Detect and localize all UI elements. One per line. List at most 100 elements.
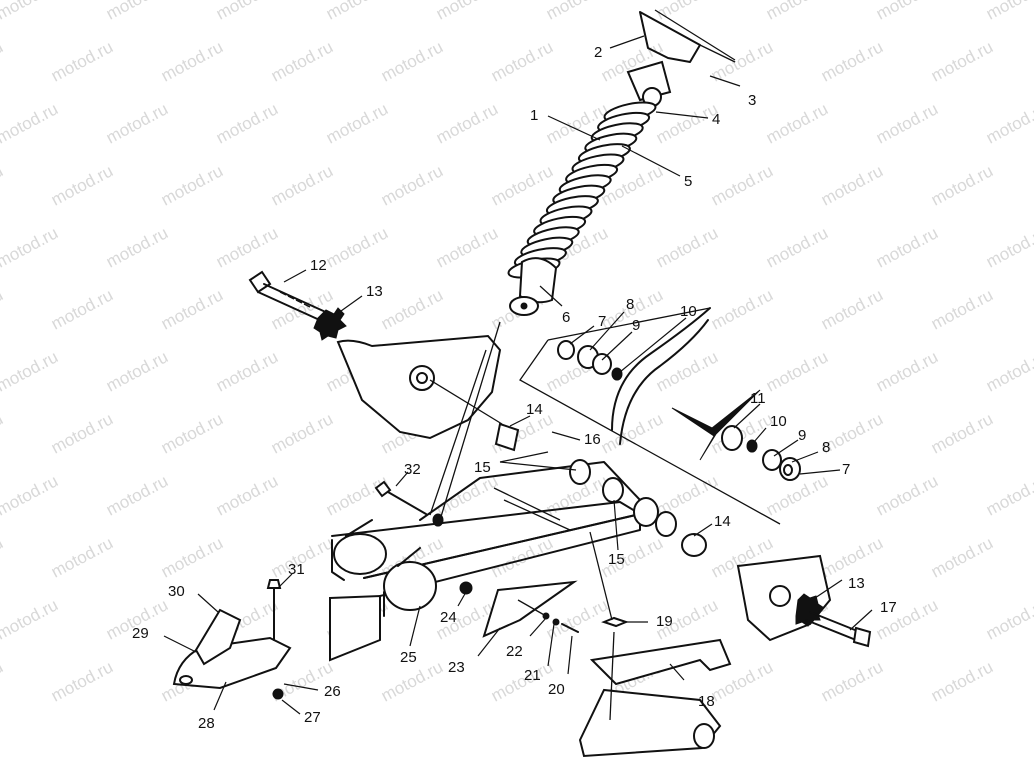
watermark-text: motod.ru	[488, 161, 556, 209]
callout-17: 17	[880, 599, 897, 616]
callout-29: 29	[132, 625, 149, 642]
watermark-text: motod.ru	[818, 657, 886, 705]
watermark-text: motod.ru	[378, 285, 446, 333]
callout-25: 25	[400, 649, 417, 666]
watermark-text: motod.ru	[0, 533, 6, 581]
watermark-text: motod.ru	[928, 533, 996, 581]
watermark-text: motod.ru	[323, 223, 391, 271]
callout-18: 18	[698, 693, 715, 710]
watermark-text: motod.ru	[103, 471, 171, 519]
watermark-text: motod.ru	[763, 99, 831, 147]
callout-15: 15	[474, 459, 491, 476]
watermark-text: motod.ru	[0, 347, 61, 395]
watermark-text: motod.ru	[158, 285, 226, 333]
callout-30: 30	[168, 583, 185, 600]
callout-32: 32	[404, 461, 421, 478]
watermark-text: motod.ru	[48, 161, 116, 209]
watermark-text: motod.ru	[0, 161, 6, 209]
watermark-text: motod.ru	[708, 161, 776, 209]
watermark-text: motod.ru	[928, 37, 996, 85]
watermark-text: motod.ru	[873, 471, 941, 519]
callout-8: 8	[626, 296, 634, 313]
watermark-text: motod.ru	[433, 223, 501, 271]
watermark-text: motod.ru	[708, 285, 776, 333]
watermark-text: motod.ru	[488, 37, 556, 85]
front-bracket	[172, 579, 381, 700]
watermark-text: motod.ru	[0, 471, 61, 519]
watermark-text: motod.ru	[268, 409, 336, 457]
watermark-text: motod.ru	[983, 595, 1034, 643]
watermark-text: motod.ru	[433, 99, 501, 147]
callout-27: 27	[304, 709, 321, 726]
callout-1: 1	[530, 107, 538, 124]
leader-lines	[163, 35, 873, 715]
watermark-text: motod.ru	[928, 161, 996, 209]
watermark-text: motod.ru	[873, 347, 941, 395]
watermark-text: motod.ru	[818, 161, 886, 209]
watermark-text: motod.ru	[48, 409, 116, 457]
watermark-text: motod.ru	[48, 37, 116, 85]
callout-28: 28	[198, 715, 215, 732]
watermark-text: motod.ru	[0, 595, 61, 643]
watermark-text: motod.ru	[213, 223, 281, 271]
callout-6: 6	[562, 309, 570, 326]
watermark-text: motod.ru	[763, 347, 831, 395]
swing-arm	[331, 321, 707, 617]
callout-19: 19	[656, 613, 673, 630]
skid-piece	[459, 580, 579, 638]
watermark-text: motod.ru	[488, 657, 556, 705]
callout-7: 7	[598, 313, 606, 330]
watermark-text: motod.ru	[103, 223, 171, 271]
watermark-text: motod.ru	[48, 657, 116, 705]
watermark-text: motod.ru	[0, 223, 61, 271]
watermark-text: motod.ru	[0, 285, 6, 333]
watermark-text: motod.ru	[0, 657, 6, 705]
watermark-text: motod.ru	[213, 471, 281, 519]
watermark-text: motod.ru	[763, 471, 831, 519]
watermark-text: motod.ru	[0, 0, 61, 24]
watermark-text: motod.ru	[543, 595, 611, 643]
watermark-text: motod.ru	[268, 161, 336, 209]
callout-31: 31	[288, 561, 305, 578]
watermark-text: motod.ru	[818, 285, 886, 333]
watermark-text: motod.ru	[928, 285, 996, 333]
watermark-text: motod.ru	[103, 99, 171, 147]
callout-12: 12	[310, 257, 327, 274]
washer-stack-upper	[519, 307, 781, 525]
watermark-text: motod.ru	[763, 223, 831, 271]
watermark-text: motod.ru	[323, 0, 391, 24]
watermark-text: motod.ru	[983, 223, 1034, 271]
watermark-text: motod.ru	[983, 0, 1034, 24]
watermark-text: motod.ru	[653, 347, 721, 395]
callout-labels: 1 2 3 4 5 6 7 8 9 10 11 10 9 8 7 12 13 1…	[132, 44, 897, 732]
watermark-text: motod.ru	[158, 161, 226, 209]
watermark-text: motod.ru	[433, 471, 501, 519]
hub-spiked	[671, 389, 801, 481]
watermark-text: motod.ru	[213, 99, 281, 147]
callout-11: 11	[750, 390, 766, 407]
watermark-text: motod.ru	[653, 0, 721, 24]
watermark-text: motod.ru	[158, 409, 226, 457]
watermark-text: motod.ru	[983, 471, 1034, 519]
watermark-text: motod.ru	[818, 37, 886, 85]
callout-10b: 10	[770, 413, 787, 430]
watermark-text: motod.ru	[983, 99, 1034, 147]
watermark-text: motod.ru	[653, 99, 721, 147]
callout-14b: 14	[714, 513, 731, 530]
callout-26: 26	[324, 683, 341, 700]
callout-23: 23	[448, 659, 465, 676]
watermark-text: motod.ru	[873, 0, 941, 24]
watermark-text: motod.ru	[158, 37, 226, 85]
callout-22: 22	[506, 643, 523, 660]
watermark-text: motod.ru	[543, 0, 611, 24]
watermark-text: motod.ru	[653, 223, 721, 271]
callout-16: 16	[584, 431, 601, 448]
callout-2: 2	[594, 44, 602, 61]
watermark-text: motod.ru	[928, 657, 996, 705]
callout-7b: 7	[842, 461, 850, 478]
watermark-text: motod.ru	[48, 533, 116, 581]
right-side-plate	[736, 554, 872, 648]
callout-4: 4	[712, 111, 720, 128]
callout-3: 3	[748, 92, 756, 109]
watermark-text: motod.ru	[213, 347, 281, 395]
